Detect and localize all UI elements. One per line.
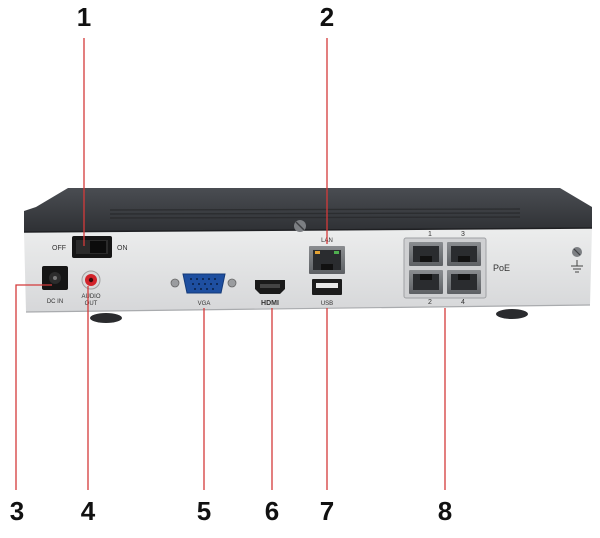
poe-port-2-label: 2 (428, 299, 432, 306)
poe-label: PoE (493, 263, 510, 273)
callout-5-vga: 5 (187, 494, 221, 528)
callout-6-hdmi: 6 (255, 494, 289, 528)
poe-port-1-label: 1 (428, 231, 432, 238)
ground-icon (571, 260, 583, 273)
leader-lines (15, 38, 446, 490)
poe-port-3-label: 3 (461, 231, 465, 238)
callout-1-power-switch: 1 (67, 0, 101, 34)
poe-port-3 (447, 242, 481, 266)
off-label: OFF (52, 245, 66, 252)
top-vents (109, 208, 521, 219)
foot-right (496, 309, 528, 319)
on-label: ON (117, 245, 128, 252)
callout-7-usb: 7 (310, 494, 344, 528)
callout-8-poe-ports: 8 (428, 494, 462, 528)
dc-in-jack (42, 266, 68, 290)
foot-left (90, 313, 122, 323)
poe-port-2 (409, 270, 443, 294)
vga-label: VGA (198, 301, 211, 307)
hdmi-port (255, 280, 285, 294)
poe-port-1 (409, 242, 443, 266)
poe-port-4 (447, 270, 481, 294)
audio-label-line1: AUDIO (81, 294, 100, 300)
usb-label: USB (321, 301, 333, 307)
callout-2-lan: 2 (310, 0, 344, 34)
hdmi-label: HDMI (261, 300, 279, 307)
lan-port (309, 246, 345, 274)
callout-4-audio-out: 4 (71, 494, 105, 528)
dc-in-label: DC IN (47, 299, 63, 305)
screw-icon (572, 247, 582, 257)
audio-out-jack (81, 270, 101, 290)
leader-line-3 (15, 284, 52, 490)
callout-3-dc-in: 3 (0, 494, 34, 528)
screw-icon (294, 220, 306, 232)
vga-port (170, 273, 237, 294)
poe-port-4-label: 4 (461, 299, 465, 306)
power-switch (72, 236, 112, 258)
audio-label-line2: OUT (85, 301, 98, 307)
usb-port (312, 279, 342, 295)
